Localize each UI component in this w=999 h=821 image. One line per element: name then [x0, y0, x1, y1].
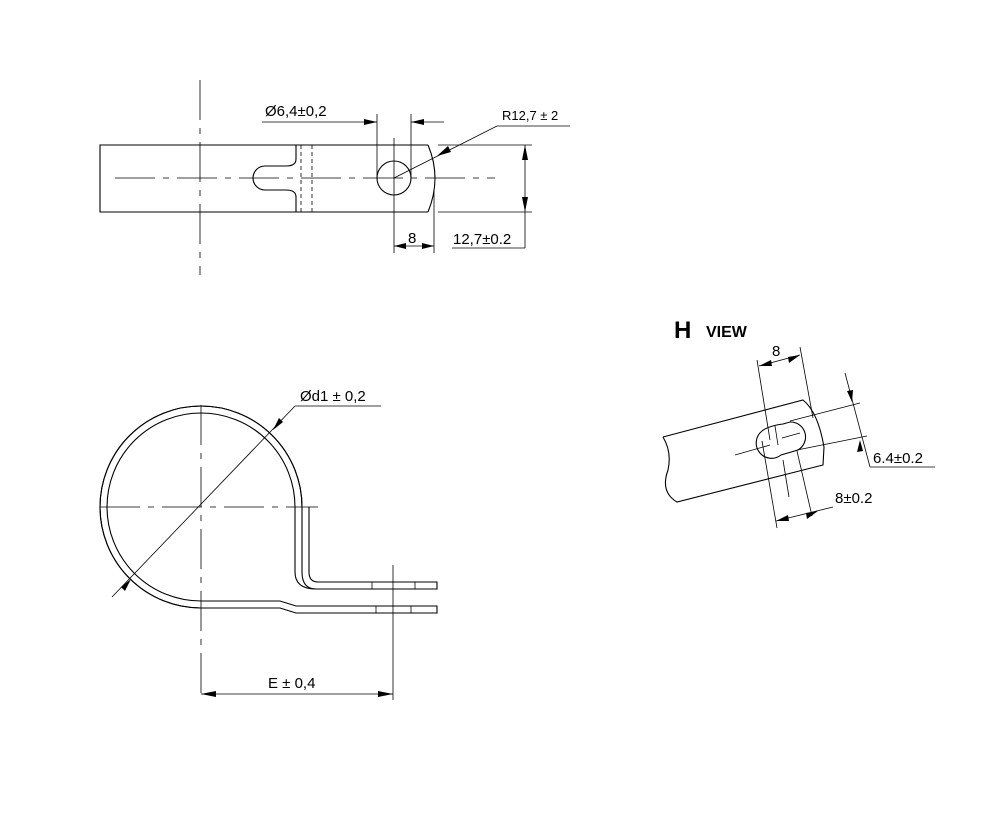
h-view: H VIEW 8 6.4±0.2 8±0.2: [662, 317, 935, 529]
dim-E: E ± 0,4: [268, 675, 315, 692]
dim-hole-offset: 8: [408, 230, 416, 247]
top-view: Ø6,4±0,2 R12,7 ± 2 8 12,7±0.2: [99, 80, 570, 275]
side-view: Ød1 ± 0,2 E ± 0,4: [99, 388, 438, 700]
dim-hole-diameter: Ø6,4±0,2: [265, 103, 327, 120]
dim-diameter: Ød1 ± 0,2: [300, 388, 366, 405]
dim-slot-length: 8±0.2: [835, 490, 872, 507]
h-view-word: VIEW: [706, 324, 748, 341]
dim-radius: R12,7 ± 2: [502, 108, 558, 123]
h-view-letter: H: [674, 317, 691, 344]
dim-width: 12,7±0.2: [453, 231, 511, 248]
dim-slot-width: 6.4±0.2: [873, 450, 923, 467]
dim-top: 8: [772, 343, 780, 360]
